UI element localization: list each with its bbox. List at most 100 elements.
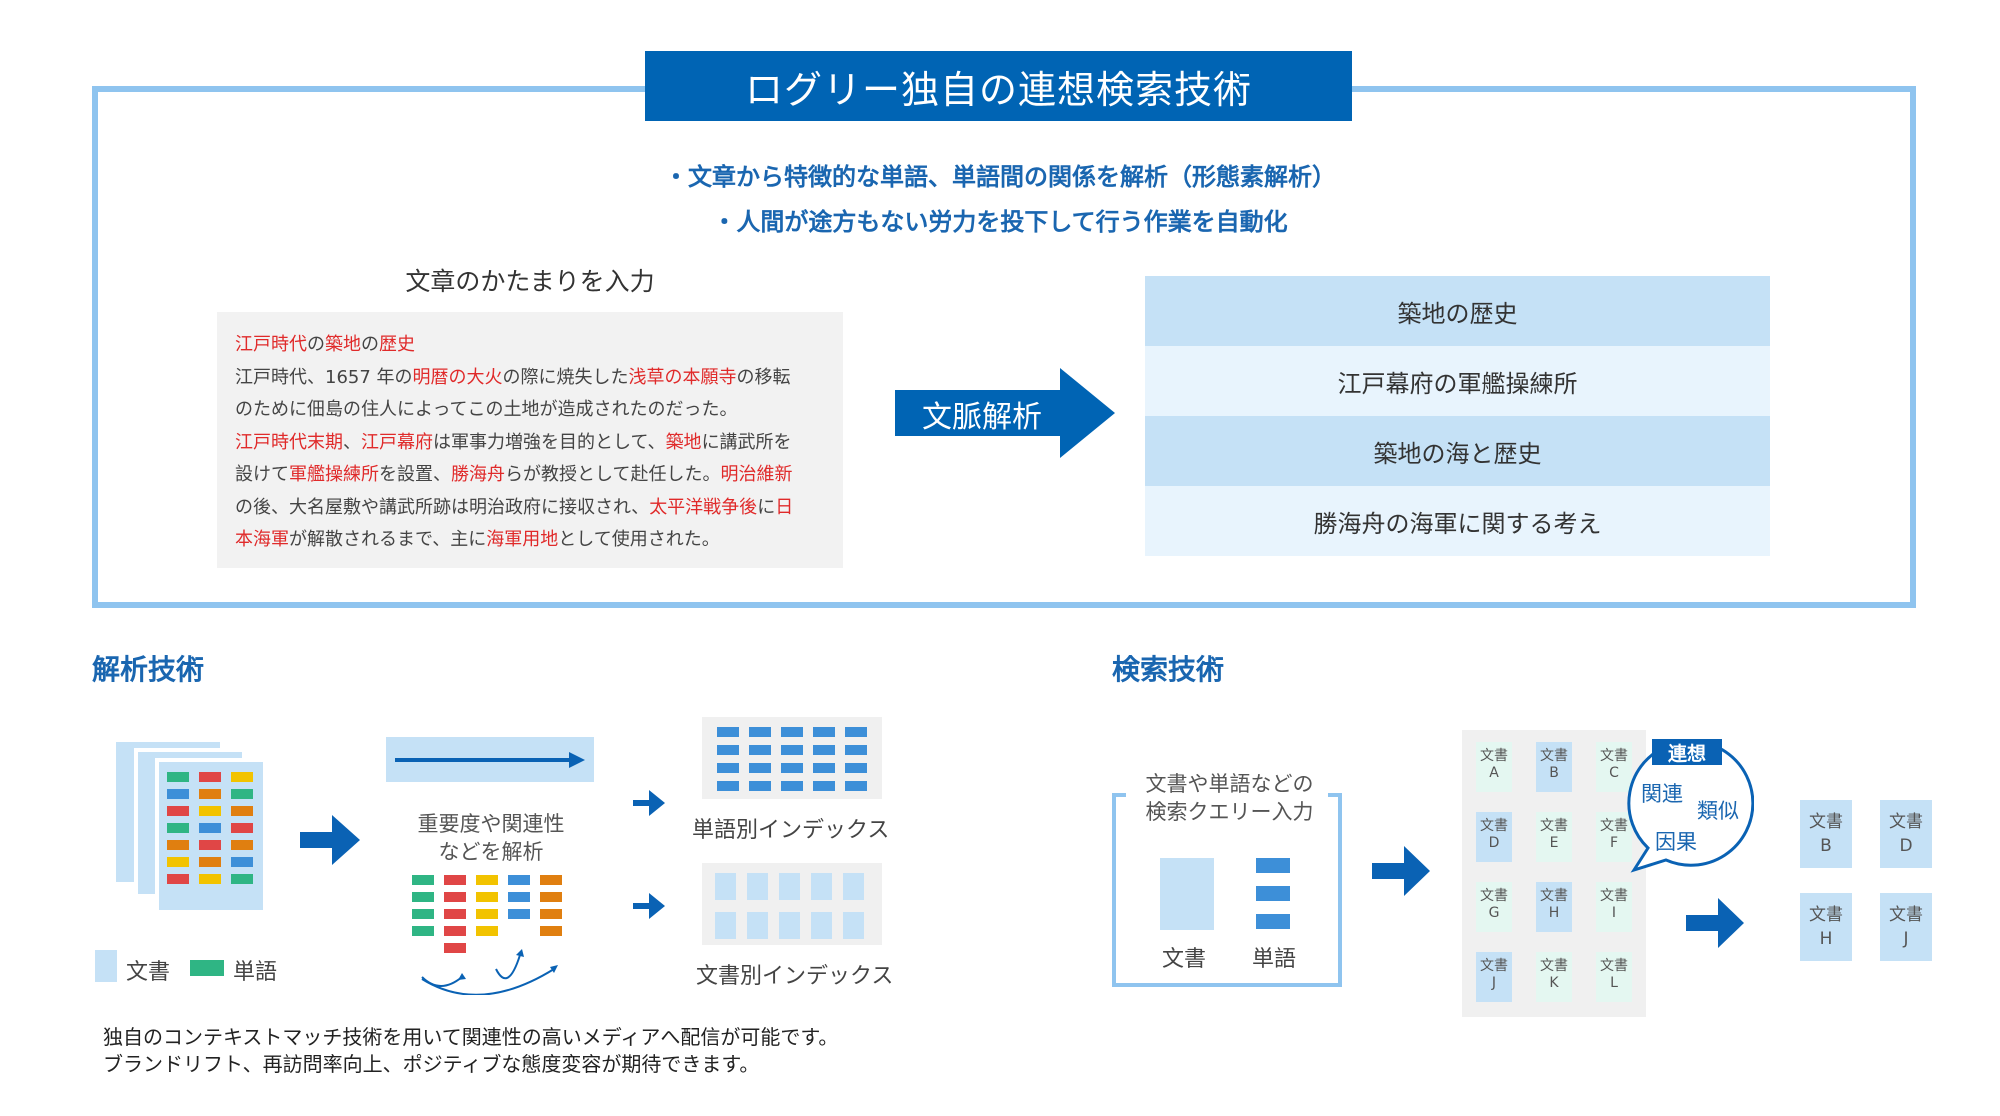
association-badge: 連想: [1652, 739, 1722, 765]
legend-doc-swatch: [95, 950, 117, 982]
word-cell: [199, 857, 221, 867]
text-segment: らが教授として赴任した。: [505, 464, 721, 485]
document-card-id: G: [1488, 905, 1500, 921]
document-card-id: E: [1549, 835, 1559, 851]
document-stack-icon: [116, 742, 266, 912]
word-cell: [231, 772, 253, 782]
input-text-line: の後、大名屋敷や講武所跡は明治政府に接収され、太平洋戦争後に日: [235, 493, 793, 519]
document-card-prefix: 文書: [1540, 958, 1568, 974]
word-index-graphic: [702, 717, 882, 799]
text-segment: の移転: [736, 366, 791, 388]
index-word-cell: [717, 745, 739, 755]
input-text-line: のために佃島の住人によってこの土地が造成されたのだった。: [235, 395, 738, 421]
arrow-right-icon: [300, 815, 360, 865]
word-cell: [167, 806, 189, 816]
word-cell: [199, 789, 221, 799]
analysis-heading: 解析技術: [92, 653, 205, 686]
keyword-highlight: 江戸時代: [235, 334, 307, 355]
text-segment: が解散されるまで、主に: [289, 529, 487, 550]
text-segment: 江戸時代、1657 年の: [235, 366, 413, 388]
doc-index-label: 文書別インデックス: [696, 964, 894, 989]
document-card-id: L: [1610, 975, 1618, 991]
query-label-2: 検索クエリー入力: [1145, 800, 1314, 824]
legend-word-swatch: [190, 960, 224, 976]
document-card-prefix: 文書: [1540, 888, 1568, 904]
word-cell: [167, 840, 189, 850]
query-word-bar-2: [1256, 886, 1290, 901]
word-cell: [412, 926, 434, 936]
relation-arcs-icon: [421, 949, 558, 995]
index-word-cell: [749, 745, 771, 755]
input-text-line: 江戸時代の築地の歴史: [235, 330, 415, 356]
document-card-prefix: 文書: [1600, 818, 1628, 834]
word-cell: [199, 806, 221, 816]
result-row: 築地の海と歴史: [1145, 416, 1770, 486]
query-doc-label: 文書: [1162, 947, 1207, 972]
keyword-highlight: 江戸時代末期: [235, 431, 343, 453]
word-cell: [476, 892, 498, 902]
document-card-id: K: [1549, 975, 1559, 991]
word-cell: [412, 909, 434, 919]
word-cell: [444, 909, 466, 919]
keyword-highlight: 築地: [325, 334, 361, 355]
document-card-prefix: 文書: [1540, 748, 1568, 764]
word-cell: [231, 874, 253, 884]
doc-index-graphic: [702, 863, 882, 945]
word-cell: [167, 857, 189, 867]
context-analysis-arrow-icon: [895, 368, 1115, 458]
text-segment: の後、大名屋敷や講武所跡は明治政府に接収され、: [235, 496, 650, 518]
association-word-related: 関連: [1641, 782, 1683, 806]
word-cell: [508, 875, 530, 885]
word-cell: [167, 874, 189, 884]
document-card-id: D: [1488, 835, 1500, 851]
text-segment: のために佃島の住人によってこの土地が造成されたのだった。: [235, 399, 738, 420]
document-card-id: F: [1609, 835, 1619, 851]
word-index-label: 単語別インデックス: [692, 818, 890, 843]
document-card-prefix: 文書: [1600, 888, 1628, 904]
footer-line-2: ブランドリフト、再訪問率向上、ポジティブな態度変容が期待できます。: [103, 1052, 760, 1076]
result-document-prefix: 文書: [1809, 905, 1843, 925]
word-cell: [199, 823, 221, 833]
document-card-id: I: [1611, 905, 1617, 921]
index-doc-cell: [747, 912, 768, 939]
index-doc-cell: [779, 873, 800, 900]
index-doc-cell: [843, 873, 864, 900]
input-title: 文章のかたまりを入力: [405, 267, 655, 296]
keyword-highlight: 海軍用地: [486, 529, 559, 550]
document-card-prefix: 文書: [1600, 958, 1628, 974]
text-segment: として使用された。: [558, 529, 720, 550]
text-segment: 設けて: [235, 464, 289, 485]
context-analysis-label: 文脈解析: [922, 400, 1042, 435]
word-cell: [476, 875, 498, 885]
word-relation-matrix: [412, 875, 572, 995]
text-segment: に: [757, 496, 776, 518]
query-word-bar-1: [1256, 858, 1290, 873]
word-cell: [540, 926, 562, 936]
keyword-highlight: 軍艦操練所: [289, 464, 379, 485]
legend-doc-label: 文書: [126, 960, 171, 985]
keyword-highlight: 浅草の本願寺: [628, 366, 737, 388]
text-segment: を設置、: [379, 464, 451, 485]
query-frame-corner-right: [1328, 793, 1342, 797]
document-card-prefix: 文書: [1480, 748, 1508, 764]
query-label-1: 文書や単語などの: [1145, 772, 1314, 796]
word-cell: [540, 892, 562, 902]
result-row: 勝海舟の海軍に関する考え: [1145, 486, 1770, 556]
word-cell: [444, 875, 466, 885]
query-input-frame: [1112, 793, 1342, 987]
keyword-highlight: 太平洋戦争後: [649, 496, 758, 518]
word-cell: [231, 789, 253, 799]
word-cell: [231, 823, 253, 833]
text-segment: に講武所を: [701, 431, 792, 453]
text-segment: の際に焼失した: [502, 366, 629, 388]
text-segment: の: [307, 334, 325, 355]
input-text-line: 江戸時代末期、江戸幕府は軍事力増強を目的として、築地に講武所を: [235, 428, 792, 454]
document-card-prefix: 文書: [1540, 818, 1568, 834]
